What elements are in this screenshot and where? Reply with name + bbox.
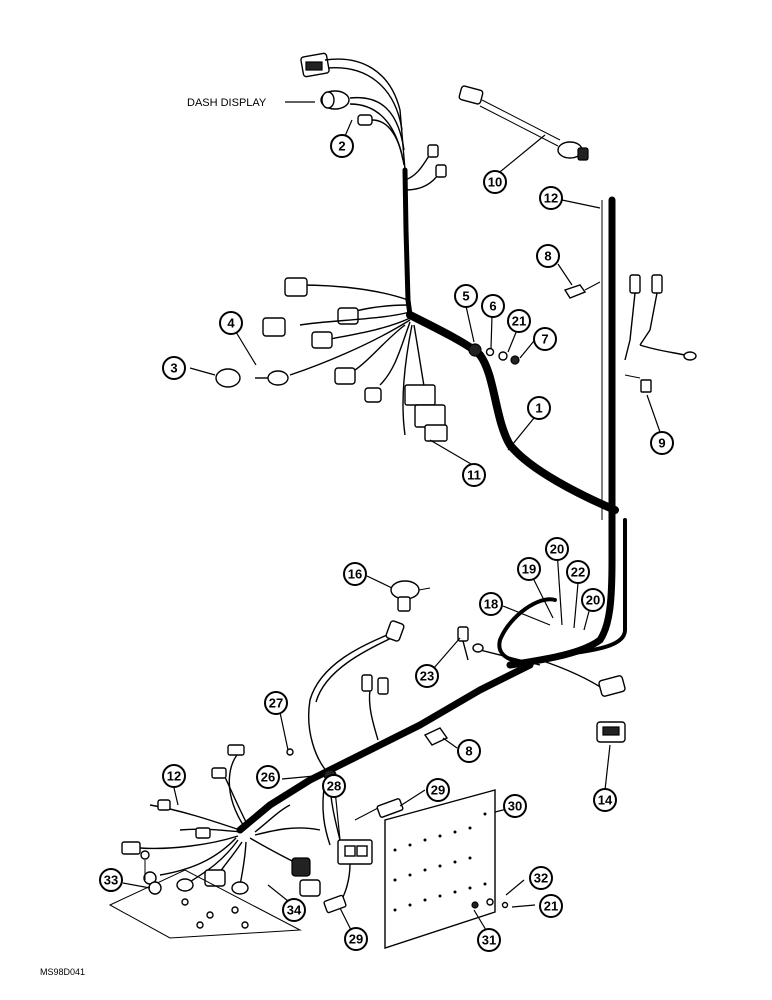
svg-text:26: 26	[261, 770, 275, 785]
callout-27: 27	[264, 691, 288, 715]
svg-text:8: 8	[544, 249, 551, 264]
callout-19: 19	[517, 557, 541, 581]
svg-text:10: 10	[488, 175, 502, 190]
svg-text:28: 28	[327, 779, 341, 794]
callout-4: 4	[219, 311, 243, 335]
svg-text:21: 21	[544, 899, 558, 914]
callout-32: 32	[529, 866, 553, 890]
svg-text:1: 1	[535, 401, 542, 416]
svg-text:29: 29	[431, 783, 445, 798]
svg-text:7: 7	[541, 332, 548, 347]
svg-text:29: 29	[349, 932, 363, 947]
svg-text:9: 9	[658, 436, 665, 451]
figure-code: MS98D041	[40, 967, 85, 977]
svg-text:23: 23	[420, 669, 434, 684]
svg-text:5: 5	[462, 289, 469, 304]
panel	[384, 789, 509, 949]
svg-text:20: 20	[550, 542, 564, 557]
svg-text:8: 8	[465, 744, 472, 759]
dash-connectors	[300, 52, 447, 191]
svg-text:16: 16	[348, 567, 362, 582]
svg-text:31: 31	[482, 933, 496, 948]
callout-21-upper: 20	[581, 588, 605, 612]
callout-12-lower: 12	[162, 764, 186, 788]
svg-text:22: 22	[571, 565, 585, 580]
callout-30: 30	[503, 794, 527, 818]
callout-31: 31	[477, 928, 501, 952]
svg-text:11: 11	[467, 468, 481, 483]
svg-text:12: 12	[167, 769, 181, 784]
callout-8-lower: 8	[457, 739, 481, 763]
callout-29-lower: 29	[344, 927, 368, 951]
callout-22-upper: 21	[507, 309, 531, 333]
callout-12-upper: 12	[539, 186, 563, 210]
callout-21-lower: 21	[539, 894, 563, 918]
callout-33: 33	[99, 868, 123, 892]
svg-text:34: 34	[287, 903, 302, 918]
base-plate	[108, 850, 302, 939]
svg-text:18: 18	[484, 597, 498, 612]
svg-text:3: 3	[170, 361, 177, 376]
main-harness	[236, 167, 627, 834]
svg-text:30: 30	[508, 799, 522, 814]
svg-text:6: 6	[489, 299, 496, 314]
callout-5: 5	[454, 284, 478, 308]
callout-8-upper: 8	[536, 244, 560, 268]
callout-1: 1	[527, 396, 551, 420]
callout-34: 34	[282, 898, 306, 922]
callout-22-lower: 22	[566, 560, 590, 584]
callout-6: 6	[481, 294, 505, 318]
cable-11	[458, 85, 589, 161]
callout-7: 7	[533, 327, 557, 351]
callout-28: 28	[322, 774, 346, 798]
dash-display-label: DASH DISPLAY	[187, 97, 267, 109]
callout-14: 14	[593, 788, 617, 812]
callout-23: 23	[415, 664, 439, 688]
callout-10: 11	[462, 463, 486, 487]
callout-11: 10	[483, 170, 507, 194]
callout-2: 2	[330, 134, 354, 158]
callout-26: 26	[256, 765, 280, 789]
junction-branches	[215, 277, 448, 442]
fasteners-upper	[468, 281, 601, 365]
lower-components	[286, 580, 626, 781]
callout-9: 9	[650, 431, 674, 455]
right-connectors	[624, 274, 697, 393]
svg-text:4: 4	[227, 316, 235, 331]
svg-text:2: 2	[338, 139, 345, 154]
svg-text:20: 20	[586, 593, 600, 608]
svg-text:14: 14	[598, 793, 613, 808]
callout-29-upper: 29	[426, 778, 450, 802]
svg-text:33: 33	[104, 873, 118, 888]
svg-text:21: 21	[512, 314, 526, 329]
callout-16: 16	[343, 562, 367, 586]
svg-text:32: 32	[534, 871, 548, 886]
svg-text:27: 27	[269, 696, 283, 711]
svg-text:19: 19	[522, 562, 536, 577]
svg-text:12: 12	[544, 191, 558, 206]
callout-20: 20	[545, 537, 569, 561]
callouts: 2 10 12 8 5 6 21 7 4 3 1 9 11 16 20 19 2…	[99, 134, 674, 952]
leader-lines	[122, 101, 661, 941]
callout-3: 3	[162, 356, 186, 380]
callout-18: 18	[479, 592, 503, 616]
